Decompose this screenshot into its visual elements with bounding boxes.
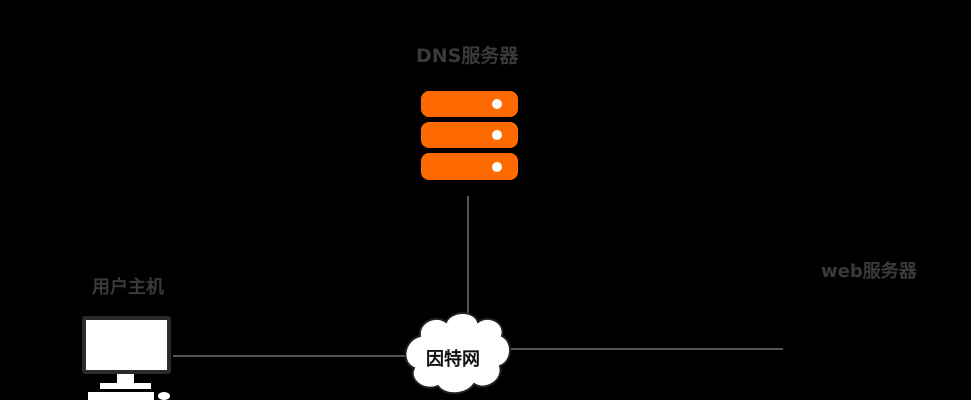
server-unit-1 xyxy=(421,91,518,117)
cloud-icon xyxy=(404,312,511,395)
server-unit-2 xyxy=(421,122,518,148)
dns-server-label: DNS服务器 xyxy=(416,45,519,67)
server-led-3 xyxy=(492,162,502,172)
keyboard xyxy=(88,392,154,400)
monitor-screen xyxy=(86,320,167,370)
server-unit-3 xyxy=(421,153,518,180)
server-stack-icon xyxy=(421,91,518,180)
web-server-label: web服务器 xyxy=(821,261,917,282)
desktop-computer-icon xyxy=(82,316,171,400)
server-led-2 xyxy=(492,130,502,140)
user-host-label: 用户主机 xyxy=(92,277,164,298)
monitor-neck xyxy=(117,374,134,384)
server-led-1 xyxy=(492,99,502,109)
mouse xyxy=(158,392,170,400)
monitor-stand xyxy=(100,383,151,389)
internet-label: 因特网 xyxy=(426,349,480,370)
